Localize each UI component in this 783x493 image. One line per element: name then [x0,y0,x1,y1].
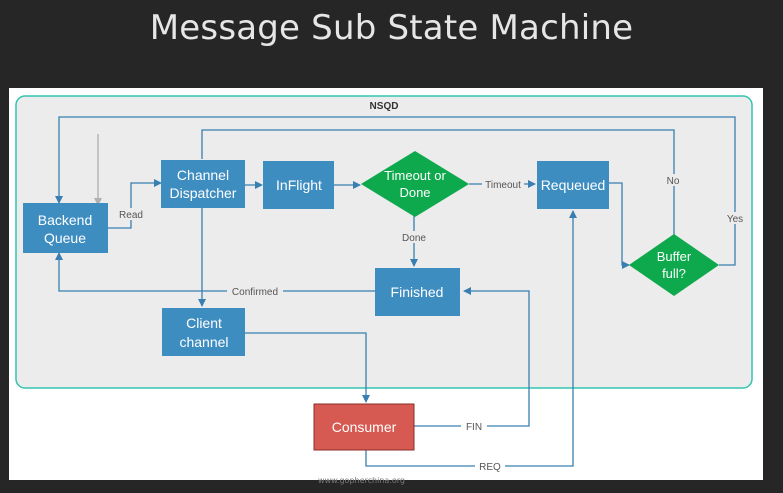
edge-label-fin: FIN [466,422,482,433]
svg-text:Backend: Backend [38,212,92,228]
svg-text:Dispatcher: Dispatcher [170,185,237,201]
edge-label-timeout: Timeout [485,180,521,191]
nsqd-label: NSQD [370,101,399,112]
edge-requeued-buffer [609,182,630,269]
svg-text:Finished: Finished [391,284,444,300]
node-timeout-or-done: Timeout or Done [361,151,469,217]
state-machine-diagram: NSQD [15,95,753,473]
svg-text:Timeout or: Timeout or [384,168,446,183]
node-inflight: InFlight [263,161,334,209]
svg-text:Done: Done [399,185,430,200]
node-backend-queue: Backend Queue [23,203,108,253]
edge-req [365,210,577,467]
node-buffer-full: Buffer full? [629,234,719,296]
svg-text:InFlight: InFlight [276,177,322,193]
diagram-canvas: NSQD [9,88,763,480]
svg-text:Channel: Channel [177,167,229,183]
svg-text:Buffer: Buffer [657,249,692,264]
edge-label-yes: Yes [727,214,743,225]
svg-text:Consumer: Consumer [332,419,397,435]
svg-text:Requeued: Requeued [541,177,606,193]
svg-text:channel: channel [179,334,228,350]
svg-text:Queue: Queue [44,230,86,246]
svg-text:Client: Client [186,315,222,331]
watermark: www.gopherchina.org [318,476,405,485]
nsqd-container [15,95,753,389]
slide-title: Message Sub State Machine [149,8,634,48]
edge-read [108,179,162,229]
edge-label-done: Done [402,233,426,244]
svg-text:full?: full? [662,266,686,281]
node-consumer: Consumer [313,403,415,451]
edge-label-confirmed: Confirmed [232,287,278,298]
node-client-channel: Client channel [162,308,245,356]
edge-label-read: Read [119,210,143,221]
node-channel-dispatcher: Channel Dispatcher [161,160,245,208]
edge-label-req: REQ [479,462,501,473]
node-requeued: Requeued [537,161,609,209]
edge-client-consumer [245,332,370,403]
edge-label-no: No [667,176,680,187]
edge-yes [55,116,736,266]
node-finished: Finished [375,268,460,316]
